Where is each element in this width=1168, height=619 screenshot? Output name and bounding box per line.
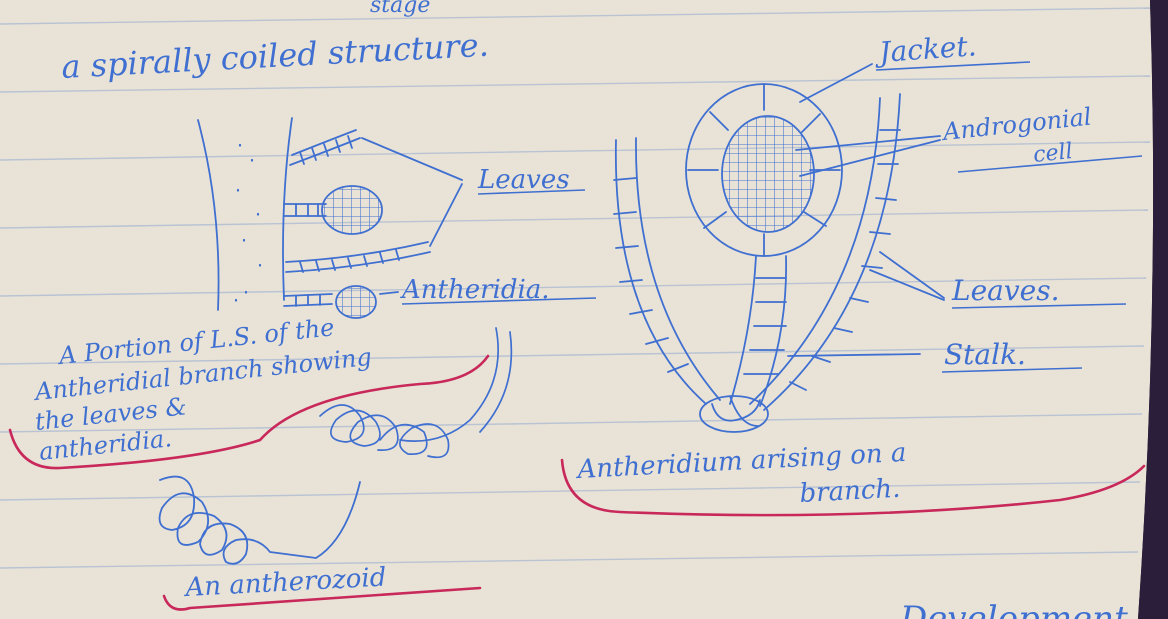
label-leaves-right: Leaves. [951, 274, 1060, 307]
label-stalk: Stalk. [944, 338, 1026, 371]
androgonial-cells [722, 116, 814, 232]
antheridium-lower [336, 286, 376, 318]
antheridium-middle [322, 186, 382, 234]
svg-text:branch.: branch. [799, 474, 901, 509]
bottom-partial-word: Development [899, 599, 1128, 619]
top-partial-word: stage [370, 0, 430, 18]
